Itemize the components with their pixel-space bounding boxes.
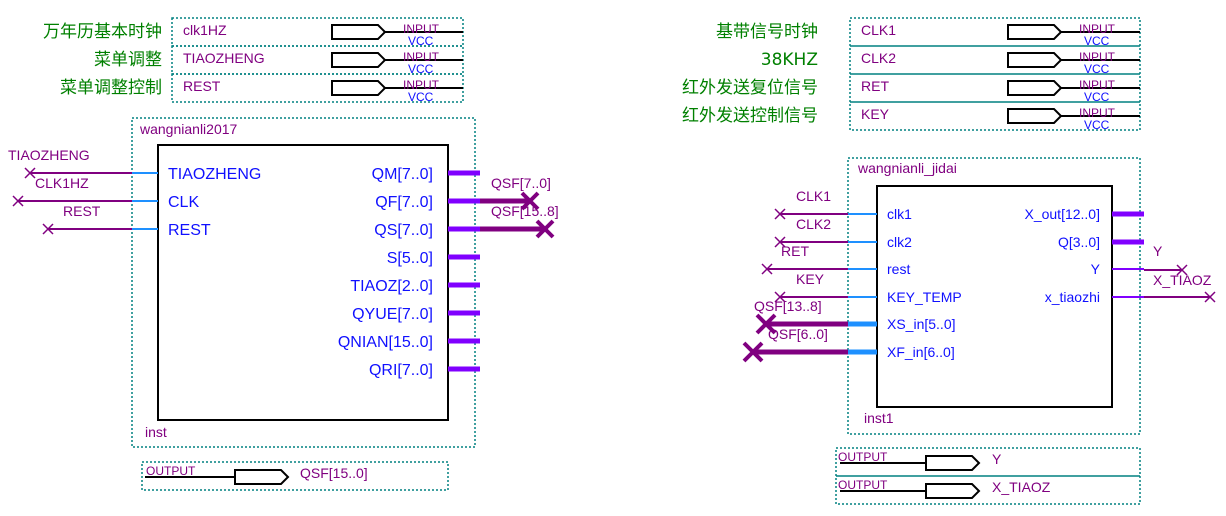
input-port: KEY_TEMP — [887, 289, 962, 305]
input-pin-icon — [1007, 52, 1063, 68]
signal-label: QSF[7..0] — [491, 175, 551, 191]
output-port: QYUE[7..0] — [352, 306, 433, 323]
pin-type: INPUT — [403, 50, 440, 64]
pin-type: INPUT — [1079, 78, 1116, 92]
pin-name: KEY — [861, 106, 890, 122]
pin-default: VCC — [1084, 90, 1110, 104]
pin-name: REST — [183, 78, 221, 94]
input-port: REST — [168, 222, 211, 239]
output-port: QF[7..0] — [375, 194, 433, 211]
output-port: QNIAN[15..0] — [338, 334, 433, 351]
pin-type: INPUT — [1079, 22, 1116, 36]
output-port: X_out[12..0] — [1024, 206, 1100, 222]
output-port: QM[7..0] — [372, 166, 433, 183]
signal-label: CLK1HZ — [35, 175, 89, 191]
input-port: rest — [887, 261, 910, 277]
input-port: clk2 — [887, 234, 912, 250]
input-port: clk1 — [887, 206, 912, 222]
unconnected-x-icon — [42, 223, 54, 235]
input-port: CLK — [168, 194, 199, 211]
pin-default: VCC — [1084, 34, 1110, 48]
pin-comment: 红外发送复位信号 — [682, 78, 818, 98]
pin-comment: 38KHZ — [761, 50, 818, 70]
signal-label: X_TIAOZ — [1153, 272, 1212, 288]
block-title: wangnianli2017 — [139, 121, 238, 137]
output-port: Y — [1091, 261, 1101, 277]
pin-comment: 红外发送控制信号 — [682, 106, 818, 126]
signal-label: KEY — [796, 271, 825, 287]
pin-type: INPUT — [1079, 50, 1116, 64]
pin-default: VCC — [408, 90, 434, 104]
input-pin-icon — [1007, 24, 1063, 40]
input-pin-icon — [331, 52, 387, 68]
unconnected-x-icon — [520, 191, 540, 211]
output-pin-frame — [141, 461, 449, 491]
pin-type: OUTPUT — [838, 478, 888, 492]
input-pin-icon — [331, 24, 387, 40]
pin-name: QSF[15..0] — [300, 465, 368, 481]
signal-label: QSF[6..0] — [768, 326, 828, 342]
pin-comment: 基带信号时钟 — [716, 22, 818, 42]
signal-label: QSF[13..8] — [754, 298, 822, 314]
pin-default: VCC — [408, 62, 434, 76]
pin-type: OUTPUT — [838, 450, 888, 464]
pin-name: CLK1 — [861, 22, 896, 38]
signal-label: RET — [781, 243, 809, 259]
output-port: Q[3..0] — [1058, 234, 1100, 250]
unconnected-x-icon — [12, 195, 24, 207]
instance-name: inst — [145, 424, 167, 440]
output-pin-icon — [234, 469, 290, 485]
unconnected-x-icon — [774, 208, 786, 220]
output-port: x_tiaozhi — [1045, 289, 1100, 305]
pin-name: Y — [992, 451, 1002, 467]
pin-default: VCC — [1084, 62, 1110, 76]
unconnected-x-icon — [742, 341, 764, 363]
signal-label: TIAOZHENG — [8, 147, 90, 163]
pin-name: clk1HZ — [183, 22, 227, 38]
pin-comment: 菜单调整 — [94, 50, 162, 70]
pin-comment: 万年历基本时钟 — [43, 22, 162, 42]
unconnected-x-icon — [1204, 291, 1216, 303]
pin-default: VCC — [408, 34, 434, 48]
unconnected-x-icon — [774, 236, 786, 248]
input-port: XS_in[5..0] — [887, 316, 956, 332]
signal-label: Y — [1153, 243, 1163, 259]
output-port: TIAOZ[2..0] — [350, 278, 433, 295]
output-port: QS[7..0] — [374, 222, 433, 239]
input-pin-icon — [331, 80, 387, 96]
input-port: TIAOZHENG — [168, 166, 261, 183]
output-pin-icon — [925, 483, 981, 499]
pin-name: RET — [861, 78, 889, 94]
output-port: QRI[7..0] — [369, 362, 433, 379]
unconnected-x-icon — [1176, 264, 1188, 276]
signal-label: REST — [63, 203, 101, 219]
pin-name: X_TIAOZ — [992, 479, 1051, 495]
pin-name: CLK2 — [861, 50, 896, 66]
output-pin-icon — [925, 455, 981, 471]
input-pin-icon — [1007, 80, 1063, 96]
unconnected-x-icon — [761, 263, 773, 275]
pin-type: INPUT — [403, 22, 440, 36]
unconnected-x-icon — [755, 313, 777, 335]
instance-name: inst1 — [864, 410, 894, 426]
pin-type: INPUT — [1079, 106, 1116, 120]
signal-label: QSF[15..8] — [491, 203, 559, 219]
pin-type: OUTPUT — [146, 464, 196, 478]
input-pin-icon — [1007, 108, 1063, 124]
unconnected-x-icon — [24, 167, 36, 179]
pin-default: VCC — [1084, 118, 1110, 132]
unconnected-x-icon — [774, 291, 786, 303]
block-title: wangnianli_jidai — [857, 160, 957, 176]
output-port: S[5..0] — [387, 250, 433, 267]
pin-name: TIAOZHENG — [183, 50, 265, 66]
signal-label: CLK1 — [796, 188, 831, 204]
pin-type: INPUT — [403, 78, 440, 92]
unconnected-x-icon — [535, 219, 555, 239]
pin-comment: 菜单调整控制 — [60, 78, 162, 98]
output-pin-frame — [835, 475, 1141, 505]
input-port: XF_in[6..0] — [887, 344, 955, 360]
signal-label: CLK2 — [796, 216, 831, 232]
